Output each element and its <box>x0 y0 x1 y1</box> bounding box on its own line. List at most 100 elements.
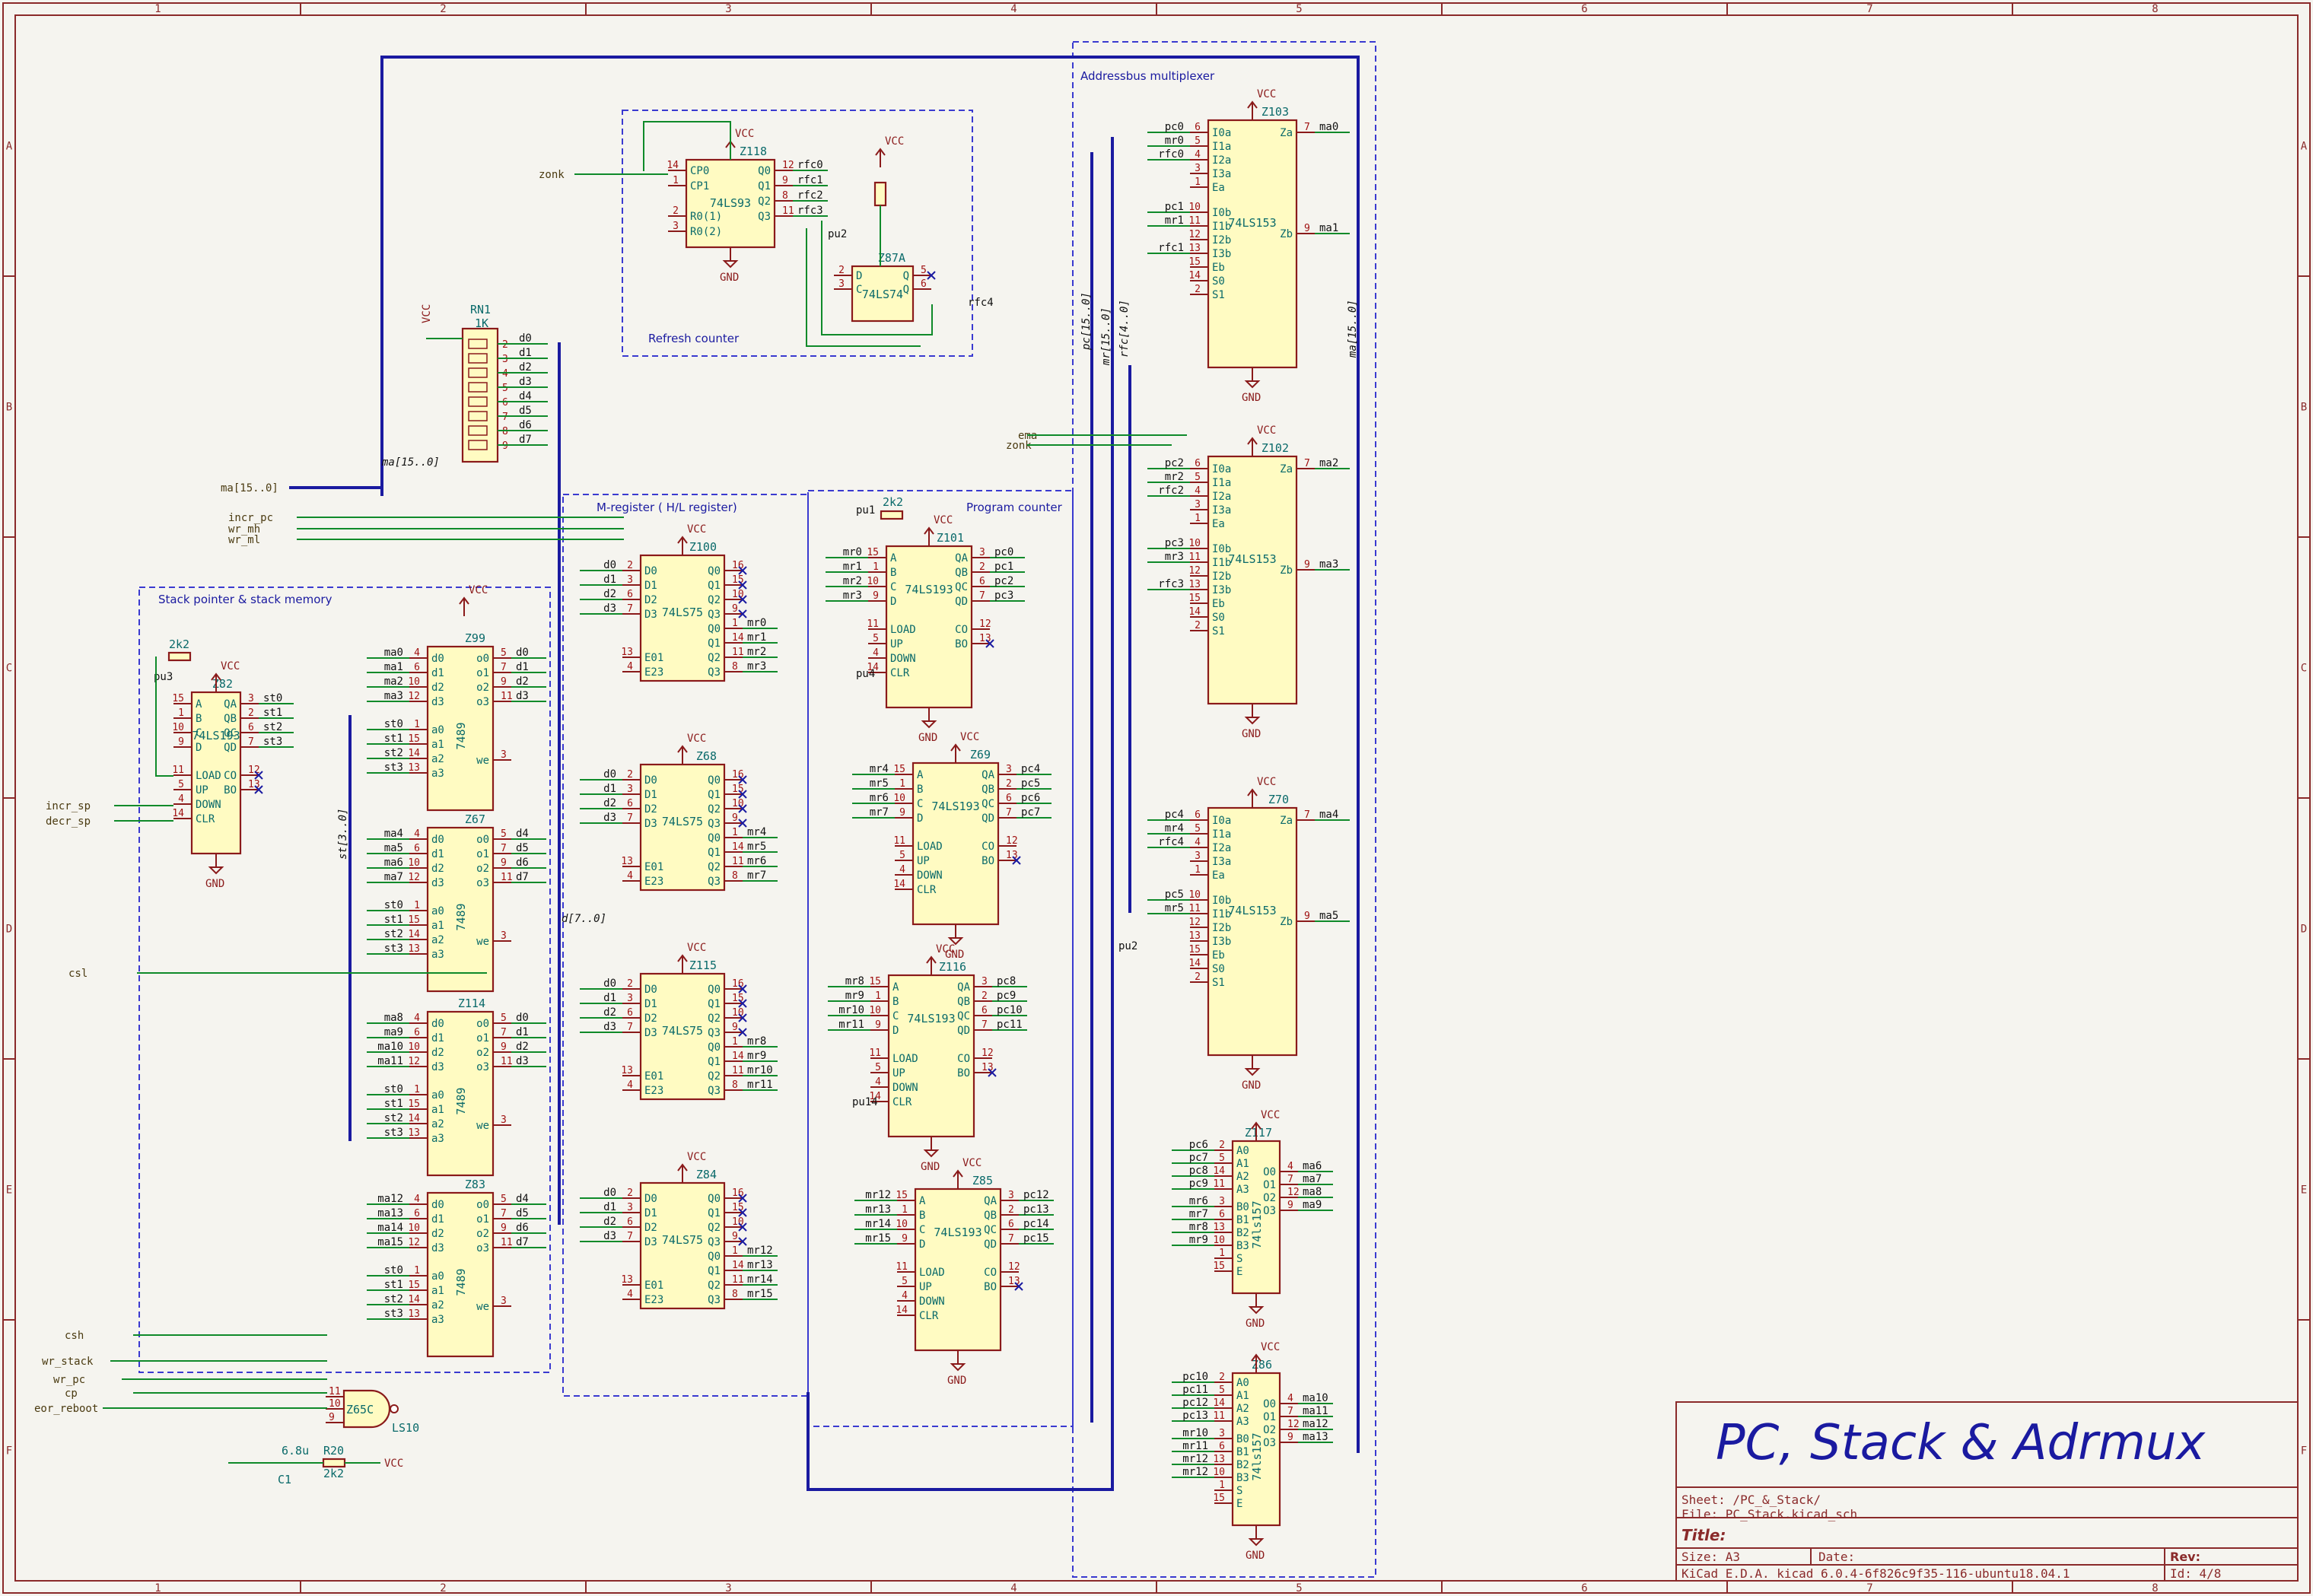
net-label: d3 <box>603 1021 616 1033</box>
no-connect-mark <box>1014 1282 1023 1291</box>
vcc-symbol: VCC <box>1257 424 1276 437</box>
chip-z86[interactable]: Z8674ls157A02pc10A15pc11A214pc12A311pc13… <box>1172 1341 1333 1562</box>
chip-z83[interactable]: Z837489d04ma12d16ma13d210ma14d312ma15a01… <box>367 1178 546 1358</box>
chip-ref: Z101 <box>937 531 964 545</box>
pin-number: 15 <box>408 1098 420 1110</box>
pin-label: d0 <box>431 1199 444 1211</box>
pin-label: a0 <box>431 1089 444 1102</box>
chip-body[interactable] <box>639 763 726 892</box>
input-wr-stack[interactable]: wr_stack <box>42 1356 94 1368</box>
group-label-m-register: M-register ( H/L register) <box>597 501 737 514</box>
input-zonk-top[interactable]: zonk <box>539 169 565 181</box>
pin-label: I1a <box>1212 828 1231 841</box>
pin-number: 4 <box>414 647 420 659</box>
pin-label: d2 <box>431 1228 444 1240</box>
input-zonk-mux[interactable]: zonk <box>1006 440 1032 452</box>
pin-label: Q0 <box>708 1251 721 1263</box>
net-label: st1 <box>384 733 403 745</box>
chip-z99[interactable]: Z997489d04ma0d16ma1d210ma2d312ma3a01st0a… <box>367 631 546 812</box>
pin-number: 3 <box>838 278 845 290</box>
pin-number: 11 <box>172 765 184 776</box>
net-label: pc5 <box>1021 777 1040 790</box>
chip-z114[interactable]: Z1147489d04ma8d16ma9d210ma10d312ma11a01s… <box>367 997 546 1177</box>
chip-z101[interactable]: Z10174LS193A15mr0B1mr1C10mr2D9mr3LOAD11U… <box>826 514 1025 744</box>
chip-z85[interactable]: Z8574LS193A15mr12B1mr13C10mr14D9mr15LOAD… <box>854 1157 1054 1387</box>
pin-number: 6 <box>248 722 254 733</box>
pin-label: O2 <box>1263 1192 1276 1204</box>
pin-number: 6 <box>921 278 927 290</box>
pin-label: a3 <box>431 1133 444 1145</box>
pin-label: QB <box>224 713 237 725</box>
chip-z82[interactable]: Z8274LS193A15B1C10D9LOAD11UP5DOWN4CLR14Q… <box>172 660 294 890</box>
net-label: mr3 <box>747 660 766 672</box>
net-label: rfc3 <box>1158 578 1184 590</box>
pin-number: 2 <box>1219 1140 1225 1151</box>
chip-body[interactable] <box>426 645 495 812</box>
pin-label: I1b <box>1212 221 1231 233</box>
group-box-m-register <box>562 494 809 1397</box>
chip-body[interactable] <box>887 974 975 1138</box>
chip-z100[interactable]: Z10074LS75D02d0D13d1D26d2D37d3E0113E234Q… <box>580 523 778 682</box>
nand-gate-body[interactable] <box>342 1389 391 1429</box>
pin-label: d1 <box>431 667 444 679</box>
rn1-body[interactable] <box>461 327 499 463</box>
chip-z117[interactable]: Z11774ls157A02pc6A15pc7A214pc8A311pc9B03… <box>1172 1109 1333 1330</box>
pin-number: 4 <box>627 870 633 882</box>
pin-label: Eb <box>1212 598 1225 610</box>
sheet-title: PC, Stack & Adrmux <box>1716 1415 2206 1471</box>
chip-z69[interactable]: Z6974LS193A15mr4B1mr5C10mr6D9mr7LOAD11UP… <box>852 731 1052 961</box>
input-csl[interactable]: csl <box>68 968 87 980</box>
chip-z103[interactable]: Z10374LS153I0a6pc0I1a5mr0I2a4rfc0I3a3Ea1… <box>1147 88 1350 404</box>
chip-z102[interactable]: Z10274LS153I0a6pc2I1a5mr2I2a4rfc2I3a3Ea1… <box>1147 424 1350 740</box>
net-label: mr0 <box>1165 135 1184 147</box>
input-eor-reboot[interactable]: eor_reboot <box>34 1403 98 1415</box>
zone-col-top: 5 <box>1296 3 1302 15</box>
input-incr-pc[interactable]: incr_pc <box>228 512 273 524</box>
input-wr-pc[interactable]: wr_pc <box>53 1374 85 1386</box>
chip-body[interactable] <box>685 158 776 249</box>
pin-number: 10 <box>1188 889 1201 901</box>
chip-z115[interactable]: Z11574LS75D02d0D13d1D26d2D37d3E0113E234Q… <box>580 942 778 1101</box>
pin-number: 10 <box>869 1005 881 1016</box>
pin-label: QC <box>957 1010 970 1022</box>
chip-body[interactable] <box>639 554 726 682</box>
input-ma-bus[interactable]: ma[15..0] <box>221 482 278 494</box>
chip-z84[interactable]: Z8474LS75D02d0D13d1D26d2D37d3E0113E234Q0… <box>580 1151 778 1310</box>
pin-label: Q0 <box>708 623 721 635</box>
chip-body[interactable] <box>851 265 915 323</box>
chip-z68[interactable]: Z6874LS75D02d0D13d1D26d2D37d3E0113E234Q0… <box>580 733 778 892</box>
input-cp[interactable]: cp <box>65 1388 78 1400</box>
chip-body[interactable] <box>426 826 495 993</box>
chip-body[interactable] <box>1207 119 1298 369</box>
chip-body[interactable] <box>190 691 242 855</box>
chip-body[interactable] <box>885 545 973 709</box>
net-label: st3 <box>384 943 403 955</box>
input-wr-ml[interactable]: wr_ml <box>228 534 260 546</box>
chip-z67[interactable]: Z677489d04ma4d16ma5d210ma6d312ma7a01st0a… <box>367 812 546 993</box>
pin-label: we <box>476 1301 489 1313</box>
net-label: d1 <box>603 992 616 1004</box>
rn1-net: d2 <box>519 361 532 374</box>
input-decr-sp[interactable]: decr_sp <box>46 815 91 828</box>
pin-number: 2 <box>627 978 633 990</box>
input-incr-sp[interactable]: incr_sp <box>46 800 91 812</box>
pin-label: Q2 <box>708 1013 721 1025</box>
chip-body[interactable] <box>914 1187 1002 1352</box>
chip-body[interactable] <box>426 1010 495 1177</box>
pin-label: I0b <box>1212 543 1231 555</box>
chip-body[interactable] <box>1207 455 1298 705</box>
input-wr-mh[interactable]: wr_mh <box>228 523 260 536</box>
pin-number: 10 <box>896 1219 908 1230</box>
pin-label: I3b <box>1212 936 1231 948</box>
pin-label: LOAD <box>892 1053 918 1065</box>
input-csh[interactable]: csh <box>65 1330 84 1342</box>
net-label: d0 <box>516 647 529 659</box>
chip-body[interactable] <box>426 1191 495 1358</box>
chip-z116[interactable]: Z11674LS193A15mr8B1mr9C10mr10D9mr11LOAD1… <box>828 943 1027 1173</box>
bus-label-st: st[3..0] <box>337 809 349 860</box>
chip-z70[interactable]: Z7074LS153I0a6pc4I1a5mr4I2a4rfc4I3a3Ea1I… <box>1147 776 1350 1092</box>
